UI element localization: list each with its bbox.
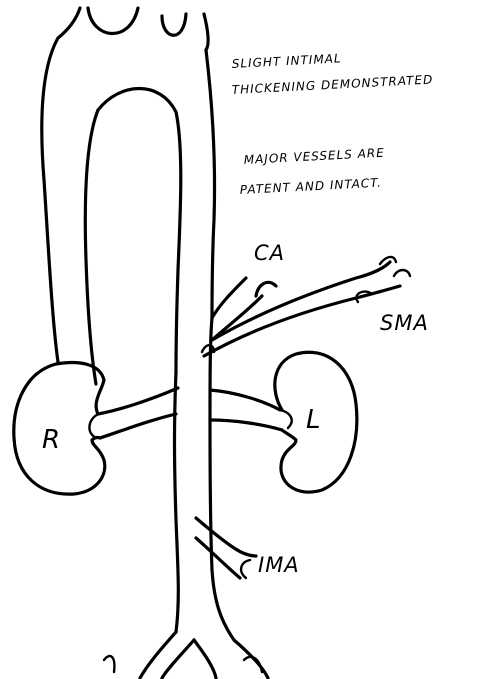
ascending-aorta-left [85, 110, 98, 384]
left-kidney-label: L [306, 405, 322, 435]
aorta-right-wall [206, 50, 215, 318]
iliac-inner-left [162, 640, 194, 678]
note-line-4: PATENT AND INTACT. [239, 176, 382, 197]
arch-outer-right-edge [204, 14, 208, 50]
arch-branches [58, 8, 208, 50]
note-line-3: MAJOR VESSELS ARE [243, 146, 385, 167]
aorta-outer-wall [42, 38, 58, 362]
right-renal-artery-lower [100, 414, 176, 438]
note-line-1: SLIGHT INTIMAL [231, 51, 342, 71]
superior-mesenteric-artery [202, 257, 410, 356]
ca-label: CA [254, 241, 285, 265]
right-renal-artery-upper [98, 388, 178, 414]
inferior-mesenteric-artery [196, 518, 256, 578]
abdominal-aorta-left [175, 372, 179, 632]
left-renal-artery-upper [210, 390, 280, 410]
right-kidney-hilum [89, 414, 98, 438]
ima-label: IMA [258, 553, 300, 577]
note-line-2: THICKENING DEMONSTRATED [231, 72, 433, 97]
right-kidney-label: R [42, 425, 61, 455]
iliac-hook-left [104, 656, 114, 672]
celiac-hook [256, 282, 276, 296]
arch-outer-left-edge [58, 8, 80, 38]
handwritten-notes: SLIGHT INTIMAL THICKENING DEMONSTRATED M… [231, 51, 433, 197]
left-iliac-outer [140, 632, 176, 678]
celiac-artery [212, 278, 276, 340]
ima-hook [241, 560, 250, 578]
sma-upper-wall [212, 262, 390, 340]
ima-lower-wall [196, 538, 240, 578]
left-kidney-hilum [280, 410, 292, 428]
left-kidney-group [210, 352, 357, 492]
ima-upper-wall [196, 518, 256, 556]
sma-branch-hook-2 [394, 270, 410, 276]
sma-label: SMA [380, 311, 429, 335]
innominate-branch [88, 8, 138, 34]
aorta-inner-arch [98, 89, 181, 373]
iliac-crotch [194, 640, 216, 678]
carotid-subclavian-branch [162, 14, 186, 35]
celiac-trunk-upper [212, 278, 246, 318]
abdominal-aorta-right [210, 318, 234, 640]
left-renal-artery-lower [210, 420, 282, 430]
